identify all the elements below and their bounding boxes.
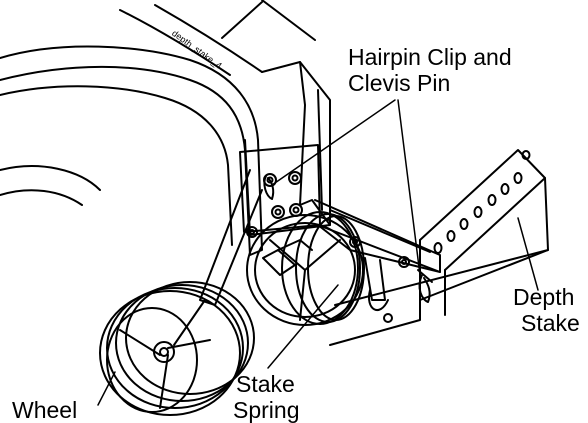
stake-mount-bar bbox=[314, 199, 441, 323]
frame-arm bbox=[199, 61, 331, 306]
front-wheel bbox=[99, 281, 255, 416]
rear-wheel bbox=[246, 211, 365, 326]
hairpin-leader-upper bbox=[271, 99, 396, 186]
stake-spring-label-line1: Stake bbox=[236, 371, 295, 397]
hairpin-clip-label-line1: Hairpin Clip and bbox=[348, 44, 512, 70]
hairpin-leader-lower bbox=[397, 99, 421, 276]
stake-spring-label-line2: Spring bbox=[233, 397, 300, 423]
wheel-leader bbox=[97, 371, 116, 406]
depth-stake-leader bbox=[517, 217, 539, 291]
depth-stake-label-line2: Stake bbox=[521, 310, 580, 336]
wheel-label: Wheel bbox=[12, 397, 78, 423]
depth-stake-bar bbox=[329, 149, 549, 346]
stake-spring-leader bbox=[267, 284, 339, 369]
depth-stake-label-line1: Depth bbox=[513, 284, 575, 310]
tiller-hood bbox=[0, 0, 316, 256]
leader-lines bbox=[97, 99, 539, 406]
hairpin-clip-label-line2: Clevis Pin bbox=[348, 70, 451, 96]
